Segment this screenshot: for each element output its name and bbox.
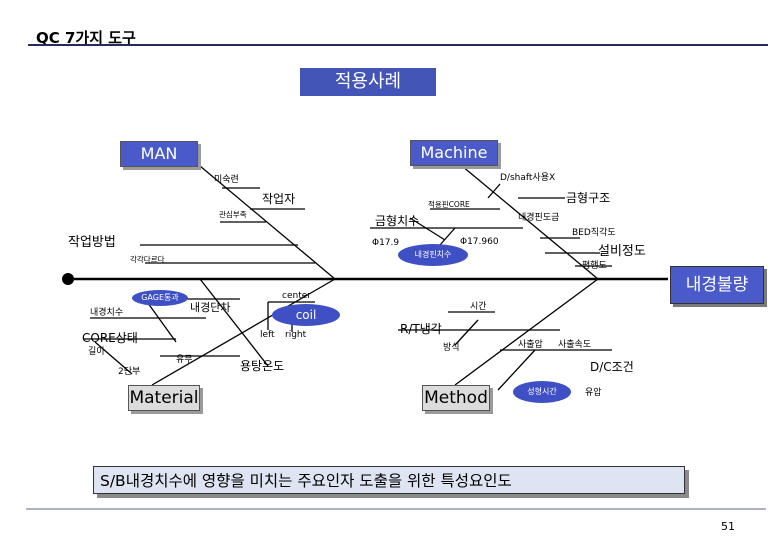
cause-label: 내경핀도금 <box>518 213 560 223</box>
cause-label: 금형구조 <box>566 191 611 205</box>
cause-label: 사출속도 <box>558 340 592 350</box>
page-header-title: QC 7가지 도구 <box>36 29 136 47</box>
cause-label: 내경단차 <box>190 301 231 314</box>
bone-method <box>454 278 599 386</box>
cause-label: left <box>260 330 275 340</box>
cause-label: 관심부족 <box>219 210 247 219</box>
cause-label: R/T냉각 <box>400 322 442 336</box>
cause-label: 작업자 <box>262 192 296 206</box>
cause-label: Φ17.9 <box>372 238 400 248</box>
cause-label: center <box>282 291 311 301</box>
cause-label: 사출압 <box>518 340 543 350</box>
category-material: Material <box>128 385 200 411</box>
oval-gage: GAGE통과 <box>132 290 188 306</box>
bone-material <box>151 278 336 386</box>
oval-coil: coil <box>272 304 340 326</box>
cause-label: 적용핀CORE <box>428 200 470 209</box>
cause-label: right <box>285 330 307 340</box>
category-man: MAN <box>120 141 198 167</box>
cause-label: 시간 <box>470 302 487 312</box>
bone-man <box>199 165 336 280</box>
cause-label: Φ17.960 <box>460 237 499 247</box>
section-title: 적용사례 <box>300 68 436 96</box>
oval-inner-pin-size: 내경핀치수 <box>398 244 468 266</box>
category-method: Method <box>422 385 490 411</box>
cause-label: 금형치수 <box>375 214 420 228</box>
bone-machine <box>461 165 599 280</box>
cause-label: D/C조건 <box>590 360 634 374</box>
cause-label: BED직각도 <box>572 228 616 238</box>
cause-label: 방식 <box>443 343 460 353</box>
category-machine: Machine <box>410 140 498 166</box>
cause-label: 길이 <box>88 347 105 357</box>
cause-label: 각각다르다 <box>130 255 165 264</box>
cause-label: 설비정도 <box>598 244 646 259</box>
cause-label: 내경치수 <box>90 308 124 318</box>
diagram-caption: S/B내경치수에 영향을 미치는 주요인자 도출을 위한 특성요인도 <box>93 466 685 494</box>
effect-box: 내경불량 <box>670 266 764 304</box>
cause-label: 유압 <box>585 388 602 398</box>
cause-label: 2단부 <box>118 367 141 377</box>
cause-label: 작업방법 <box>68 235 116 250</box>
cause-label: 유무 <box>176 355 193 365</box>
cause-label: D/shaft사용X <box>500 173 556 183</box>
cause-label: CORE상태 <box>82 331 138 345</box>
spine-start-dot <box>62 273 74 285</box>
footer-divider <box>26 508 766 510</box>
cause-label: 미숙련 <box>214 175 239 185</box>
oval-forming-time: 성형시간 <box>513 381 571 403</box>
cause-label: 용탕온도 <box>240 359 285 373</box>
cause-label: 평행도 <box>582 261 607 271</box>
page-number: 51 <box>721 520 735 533</box>
header-divider <box>28 44 768 46</box>
